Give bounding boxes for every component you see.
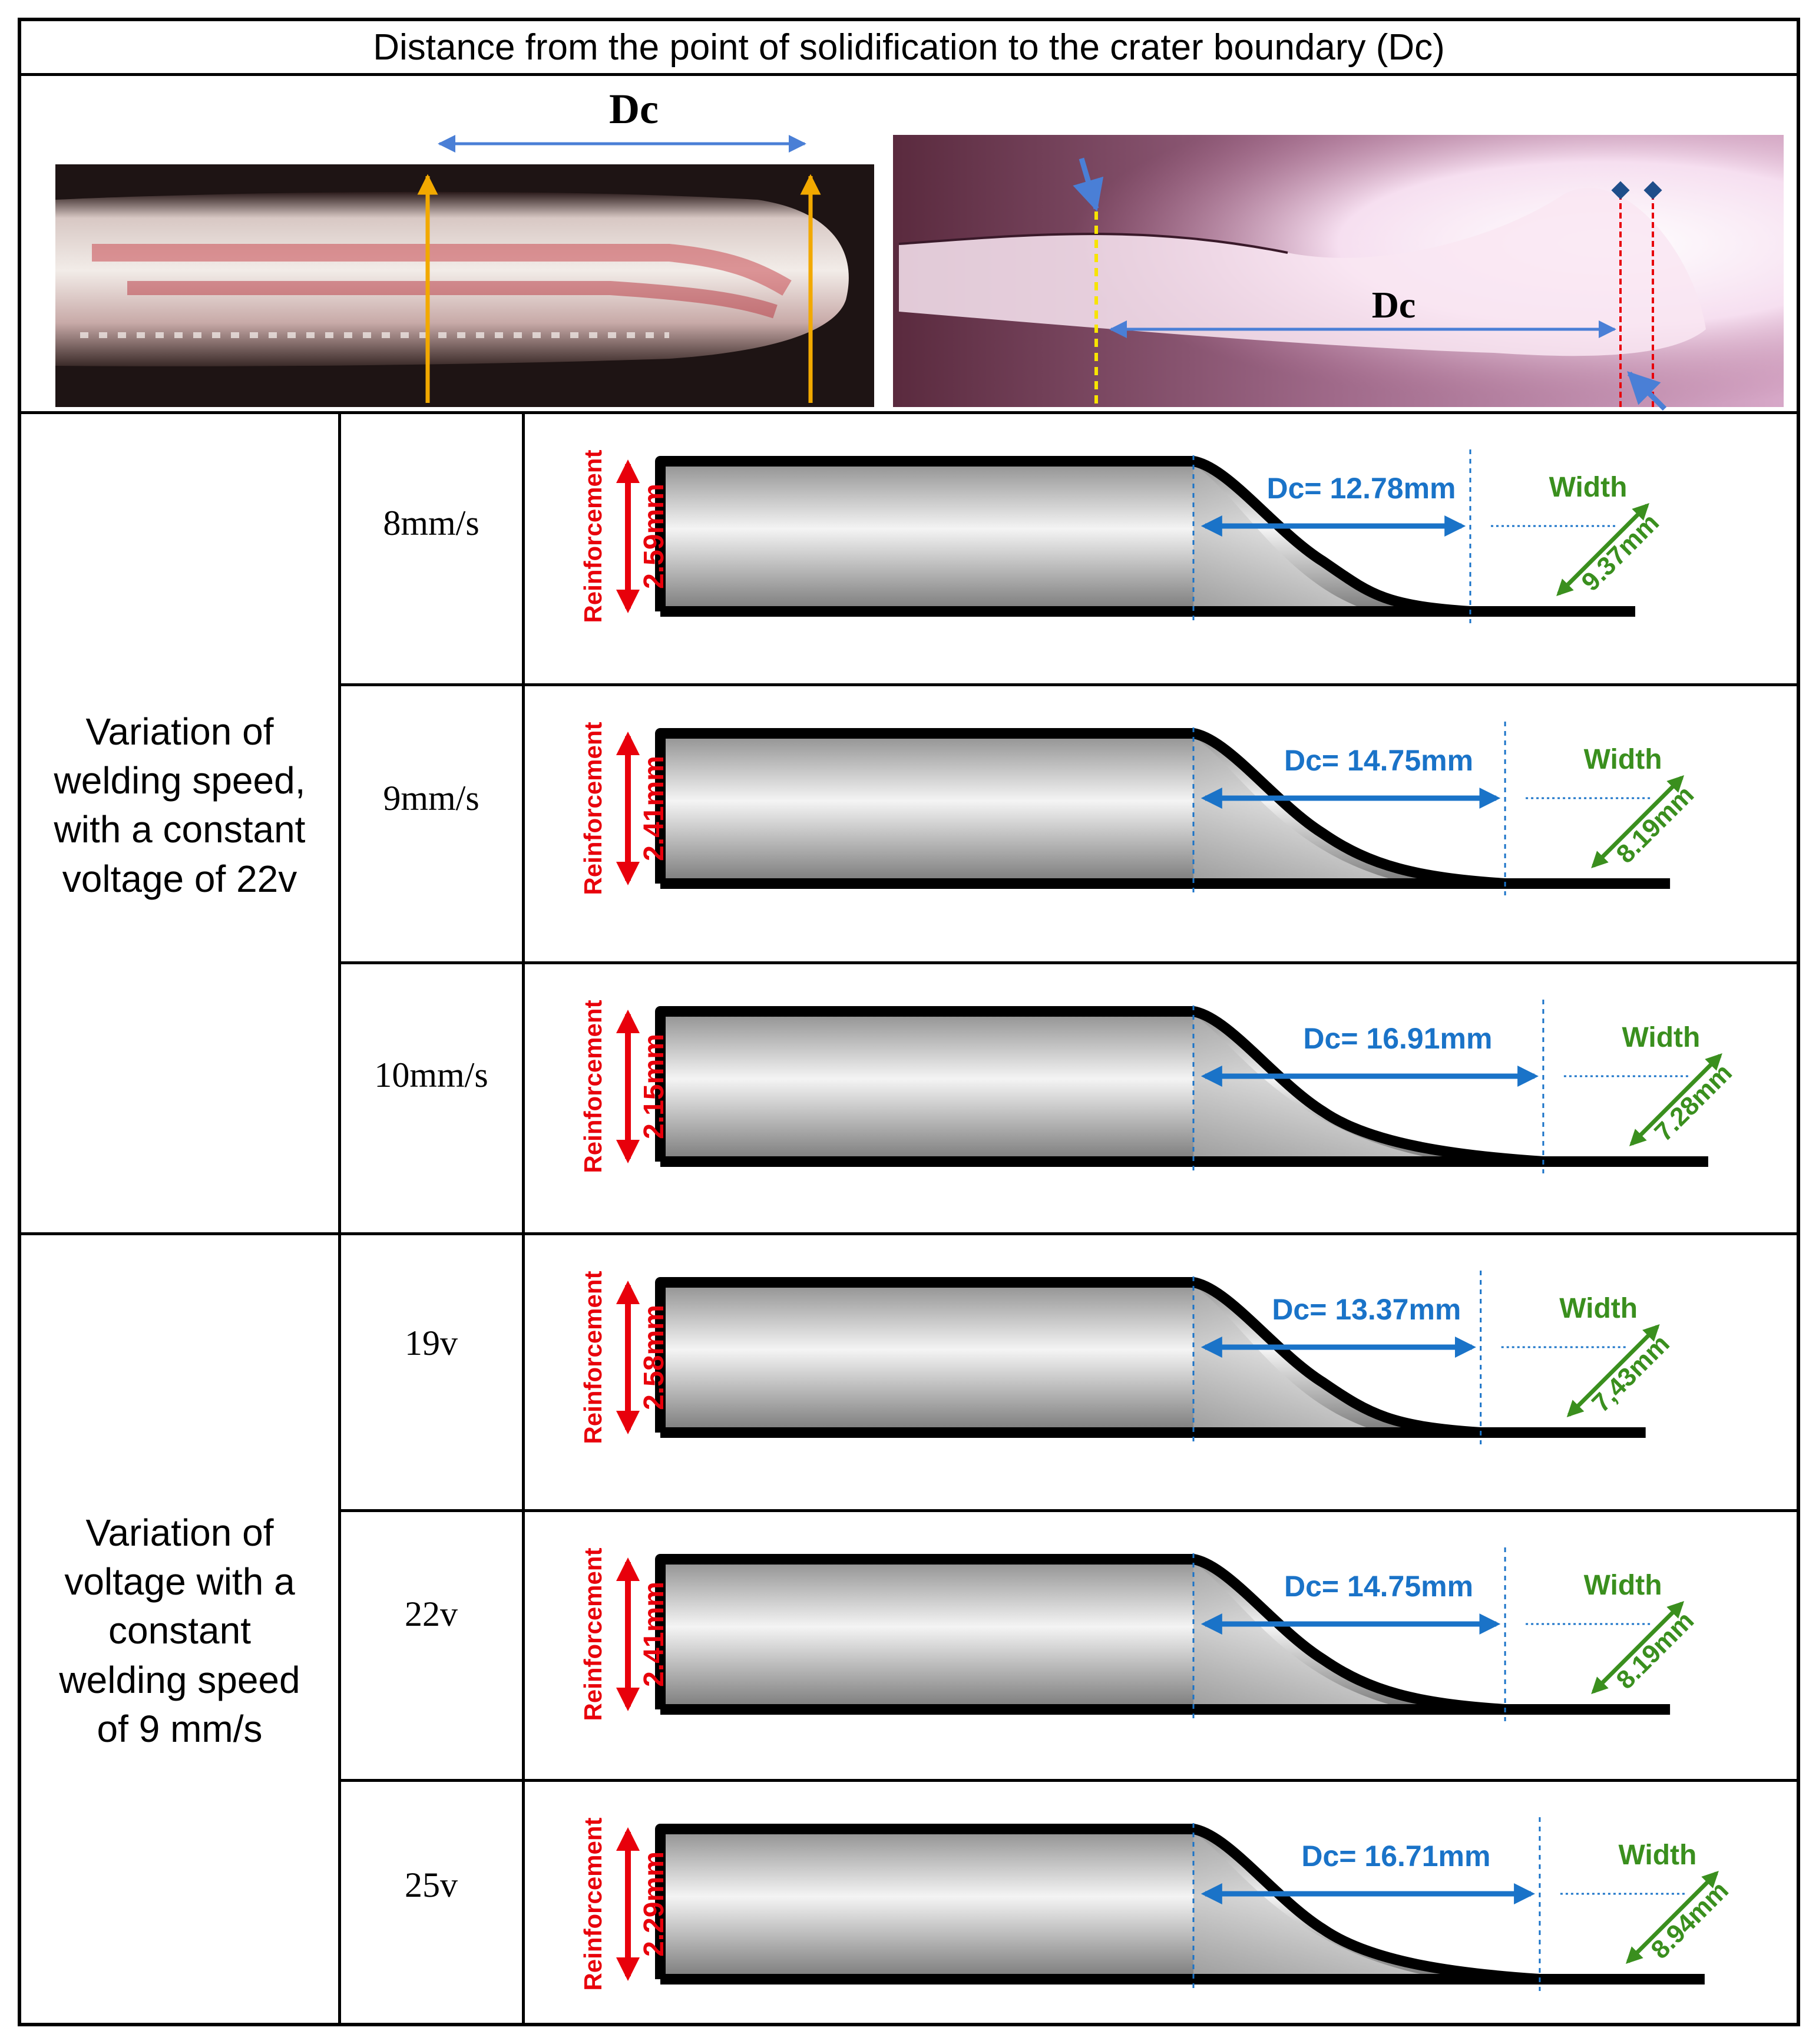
bead-tail-shading <box>1193 1562 1400 1707</box>
bead-profile: Dc= 12.78mm Reinforcement 2.59mm Width 9.37m… <box>579 449 1665 623</box>
right-photo-pointer-top <box>1073 157 1104 212</box>
dc-label: Dc= 16.71mm <box>1301 1840 1490 1873</box>
width-arrow <box>1591 1601 1685 1694</box>
param-label: 25v <box>405 1866 458 1904</box>
reinforcement-value: 2.59mm <box>639 484 670 589</box>
width-value: 8.94mm <box>1645 1876 1734 1964</box>
width-arrow <box>1556 503 1649 596</box>
arc-photo <box>893 135 1784 407</box>
width-label: Width <box>1584 1570 1662 1601</box>
width-arrow <box>1625 1871 1719 1964</box>
group-label-voltage: Variation of voltage with a constant wel… <box>59 1511 300 1750</box>
reinforcement-value: 2.15mm <box>639 1034 670 1139</box>
width-arrow <box>1629 1053 1722 1146</box>
bead-profile: Dc= 16.91mm Reinforcement 2.15mm Width 7.28m… <box>579 1000 1738 1173</box>
divider <box>338 961 1797 964</box>
bead-tail-shading <box>1193 464 1364 609</box>
reinforcement-label: Reinforcement <box>579 1271 607 1444</box>
reinforcement-label: Reinforcement <box>579 1000 607 1173</box>
left-photo-dc-label: Dc <box>609 85 659 133</box>
right-photo-marker-2 <box>1643 181 1662 200</box>
bead-photo <box>55 164 874 407</box>
width-label: Width <box>1549 472 1628 503</box>
bead-profile: Dc= 13.37mm Reinforcement 2.58mm Width 7,43m… <box>579 1271 1675 1444</box>
reinforcement-value: 2.58mm <box>639 1305 670 1410</box>
bead-profile: Dc= 14.75mm Reinforcement 2.41mm Width 8.19m… <box>579 722 1699 895</box>
divider <box>21 1232 1797 1235</box>
bead-outline <box>655 456 1635 617</box>
width-label: Width <box>1618 1840 1696 1871</box>
width-label: Width <box>1622 1022 1700 1053</box>
divider <box>21 73 1797 76</box>
width-value: 7.28mm <box>1649 1058 1738 1147</box>
photo-row: Dc Dc <box>55 85 1784 411</box>
bead-outline <box>655 1554 1671 1715</box>
param-label: 8mm/s <box>383 504 479 543</box>
bead-profile: Dc= 14.75mm Reinforcement 2.41mm Width 8.19m… <box>579 1547 1699 1721</box>
divider <box>338 411 341 2026</box>
divider <box>338 1779 1797 1782</box>
right-photo-pointer-bottom <box>1627 371 1667 411</box>
bead-outline <box>655 728 1671 889</box>
bead-outline <box>655 1006 1708 1167</box>
reinforcement-value: 2.41mm <box>639 1582 670 1687</box>
width-value: 7,43mm <box>1586 1329 1675 1418</box>
width-label: Width <box>1584 744 1662 775</box>
divider <box>21 411 1797 414</box>
width-label: Width <box>1559 1293 1638 1324</box>
bead-profile: Dc= 16.71mm Reinforcement 2.29mm Width 8.94m… <box>579 1817 1734 1991</box>
reinforcement-value: 2.29mm <box>639 1851 670 1957</box>
width-arrow <box>1566 1324 1660 1417</box>
bead-outline <box>655 1824 1705 1985</box>
param-label: 10mm/s <box>374 1056 488 1094</box>
dc-label: Dc= 14.75mm <box>1284 1570 1473 1603</box>
reinforcement-label: Reinforcement <box>579 449 607 623</box>
figure-table: Distance from the point of solidificatio… <box>18 18 1800 2026</box>
bead-outline <box>655 1277 1646 1438</box>
reinforcement-label: Reinforcement <box>579 722 607 895</box>
dc-label: Dc= 13.37mm <box>1272 1293 1461 1326</box>
width-value: 8.19mm <box>1611 780 1700 869</box>
param-label: 9mm/s <box>383 779 479 818</box>
param-label: 22v <box>405 1595 458 1633</box>
width-value: 8.19mm <box>1611 1606 1700 1695</box>
group-label-speed: Variation of welding speed, with a const… <box>54 710 306 900</box>
width-value: 9.37mm <box>1576 508 1665 597</box>
right-photo-dc-label: Dc <box>1372 284 1416 326</box>
table-title: Distance from the point of solidificatio… <box>373 27 1445 68</box>
bead-tail-shading <box>1193 1285 1375 1430</box>
bead-tail-shading <box>1193 1832 1434 1977</box>
divider <box>338 1509 1797 1512</box>
bead-tail-shading <box>1193 736 1400 881</box>
reinforcement-value: 2.41mm <box>639 756 670 861</box>
dc-label: Dc= 16.91mm <box>1303 1022 1492 1055</box>
divider <box>522 411 525 2026</box>
reinforcement-label: Reinforcement <box>579 1817 607 1990</box>
reinforcement-label: Reinforcement <box>579 1547 607 1721</box>
dc-label: Dc= 14.75mm <box>1284 744 1473 777</box>
dc-label: Dc= 12.78mm <box>1266 472 1456 505</box>
width-arrow <box>1591 775 1685 868</box>
param-label: 19v <box>405 1324 458 1362</box>
bead-tail-shading <box>1193 1014 1437 1159</box>
divider <box>338 683 1797 686</box>
right-photo-marker-1 <box>1611 181 1630 200</box>
